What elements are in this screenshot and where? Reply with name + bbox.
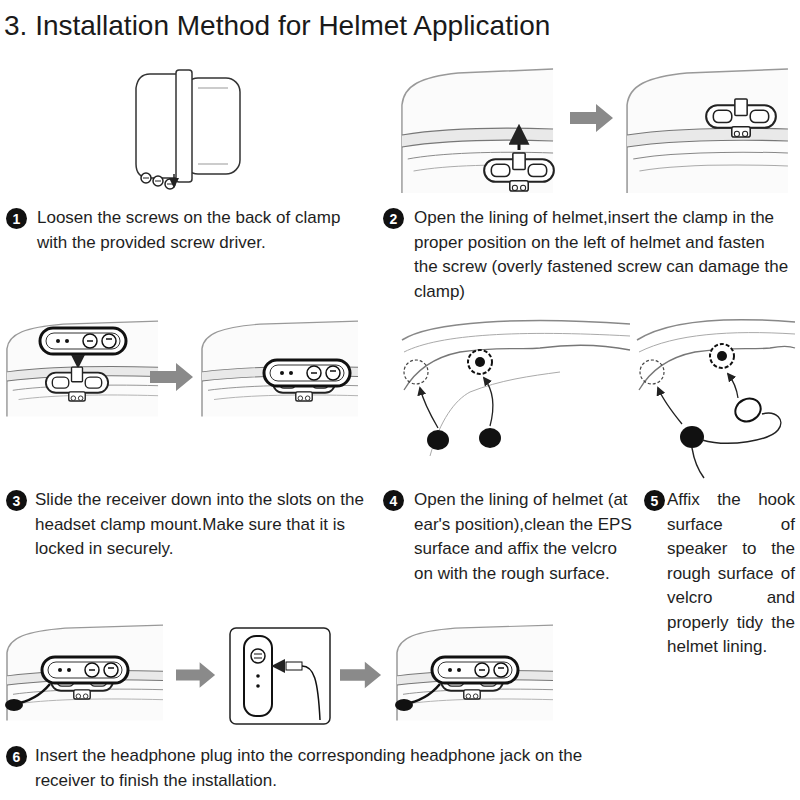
- helmet-velcro-part: [420, 388, 438, 428]
- step-text: Loosen the screws on the back of clamp w…: [37, 206, 372, 255]
- helmet-velcro-part: [479, 428, 501, 448]
- callout-number: 3: [13, 493, 21, 509]
- callout-number: 2: [390, 211, 398, 227]
- helmet-plug-part: [274, 665, 284, 667]
- helmet-receiver-slide-part: [264, 360, 350, 386]
- helmet-receiver-slide-part: [46, 367, 108, 401]
- callout-number: 1: [13, 211, 21, 227]
- step-number: 5: [644, 490, 665, 511]
- helmet-plug-part: [254, 654, 262, 658]
- helmet-plug-part: [397, 625, 553, 720]
- helmet-receiver-slide-part: [77, 356, 79, 366]
- step-text: Affix the hook surface of speaker to the…: [667, 488, 795, 660]
- step-text: Open the lining of helmet (at ear's posi…: [414, 488, 636, 586]
- helmet-clamp-insert-part: [518, 128, 521, 150]
- helmet-velcro-part: [430, 372, 560, 456]
- helmet-plug-part: [256, 684, 260, 688]
- helmet-speaker-part: [658, 388, 682, 424]
- clamp-drawing-part: [173, 174, 175, 186]
- helmet-clamp-insert-part: [484, 153, 554, 191]
- helmet-speaker-part: [637, 320, 795, 340]
- step-text: Open the lining of helmet,insert the cla…: [414, 206, 792, 304]
- helmet-receiver-slide-part: [40, 328, 126, 354]
- helmet-plug-part: [7, 625, 163, 720]
- step-number: 6: [6, 746, 27, 767]
- helmet-receiver-slide-part: [202, 321, 358, 416]
- helmet-clamp-insert-part: [402, 69, 553, 193]
- clamp-drawing-part: [176, 70, 192, 182]
- helmet-plug-part: [230, 628, 330, 724]
- helmet-plug-part: [340, 662, 381, 689]
- helmet-plug-part: [302, 666, 320, 720]
- helmet-velcro-part: [402, 321, 630, 340]
- helmet-velcro-part: [468, 350, 492, 374]
- helmet-receiver-slide-part: [150, 363, 193, 391]
- clamp-drawing-part: [143, 178, 173, 184]
- helmet-speaker-part: [640, 360, 664, 384]
- helmet-speaker-part: [732, 395, 765, 426]
- helmet-clamp-insert: [402, 69, 788, 193]
- helmet-plug-part: [432, 657, 518, 683]
- helmet-receiver-slide-part: [7, 321, 158, 416]
- helmet-velcro-part: [404, 345, 630, 390]
- helmet-speaker-part: [692, 448, 704, 478]
- step-text: Insert the headphone plug into the corre…: [35, 744, 595, 793]
- helmet-plug-part: [176, 662, 215, 687]
- helmet-velcro-part: [484, 378, 493, 426]
- clamp-drawing: [136, 70, 240, 189]
- step-number: 3: [6, 490, 27, 511]
- page-title: 3. Installation Method for Helmet Applic…: [4, 10, 550, 42]
- step-number: 1: [6, 208, 27, 229]
- helmet-speaker-part: [728, 374, 738, 398]
- helmet-plug-part: [5, 699, 23, 711]
- helmet-velcro: [402, 321, 630, 456]
- helmet-plug-part: [256, 674, 260, 678]
- helmet-speaker-part: [680, 426, 704, 448]
- helmet-receiver-slide: [7, 321, 358, 416]
- helmet-plug: [5, 625, 553, 724]
- callout-number: 5: [651, 493, 659, 509]
- helmet-plug-part: [286, 662, 302, 670]
- helmet-speaker-part: [717, 351, 727, 361]
- helmet-velcro-part: [404, 360, 428, 384]
- callout-number: 6: [13, 749, 21, 765]
- helmet-clamp-insert-part: [570, 104, 613, 132]
- clamp-drawing-part: [198, 88, 228, 164]
- helmet-velcro-part: [427, 430, 449, 450]
- callout-number: 4: [390, 493, 398, 509]
- helmet-speaker: [637, 320, 795, 478]
- step-number: 4: [383, 490, 404, 511]
- helmet-clamp-insert-part: [627, 69, 788, 193]
- helmet-plug-part: [244, 636, 272, 716]
- helmet-plug-part: [42, 657, 128, 683]
- helmet-plug-part: [395, 699, 413, 711]
- helmet-clamp-insert-part: [706, 99, 776, 137]
- helmet-speaker-part: [702, 413, 781, 443]
- step-text: Slide the receiver down into the slots o…: [35, 488, 373, 562]
- step-number: 2: [383, 208, 404, 229]
- helmet-velcro-part: [475, 357, 485, 367]
- helmet-speaker-part: [710, 344, 734, 368]
- helmet-plug-part: [251, 649, 265, 663]
